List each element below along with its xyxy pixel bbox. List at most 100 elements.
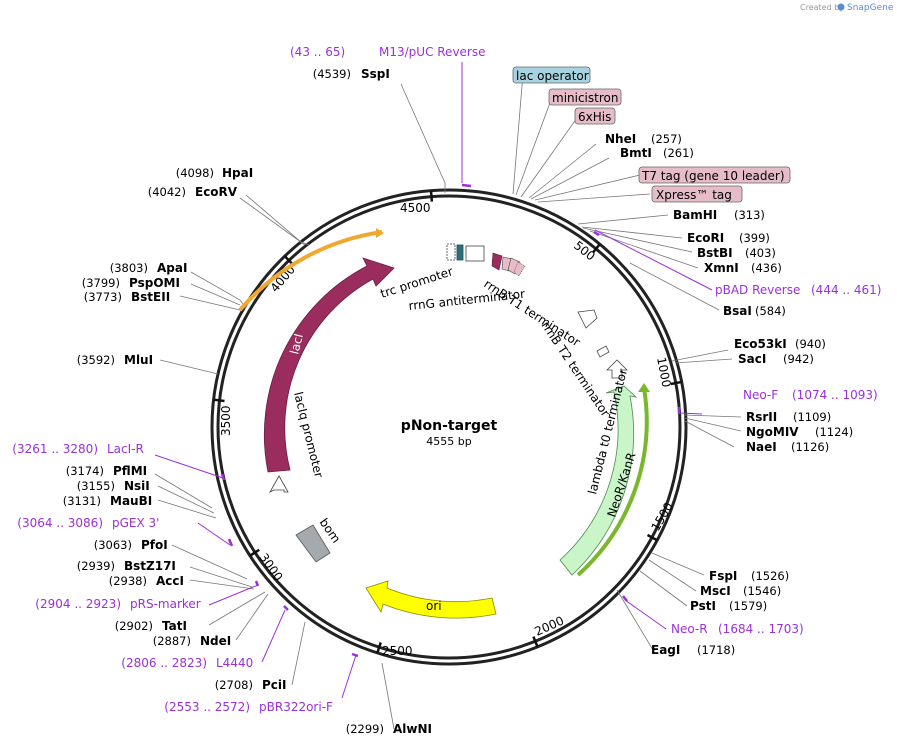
tick-line-3000 [249,548,260,557]
svg-text:(1074 .. 1093): (1074 .. 1093) [792,388,878,402]
xpress-tag-feature[interactable] [513,261,526,277]
svg-text:NdeI: NdeI [200,634,231,648]
tick-3500: 3500 [219,405,233,436]
svg-text:(43 .. 65): (43 .. 65) [290,45,345,59]
svg-text:(3174): (3174) [66,464,104,478]
svg-text:(2904 .. 2923): (2904 .. 2923) [35,597,121,611]
rrnG-antiterminator-label: rrnG antiterminator [408,287,526,313]
primer-marks [220,183,681,658]
site-pcii: (2708)PciI [215,678,287,692]
site-nsii: (3155) NsiI [77,479,150,493]
svg-text:pRS-marker: pRS-marker [130,597,201,611]
svg-text:MauBI: MauBI [110,494,152,508]
svg-text:(4539): (4539) [313,67,351,81]
site-pflmi: (3174)PflMI [66,464,147,478]
tick-line-500 [591,243,601,254]
site-m13-puc-reverse: (43 .. 65)M13/pUC Reverse [290,45,486,59]
svg-text:(3592): (3592) [77,353,115,367]
svg-text:BamHI: BamHI [673,208,717,222]
site-maubi: (3131) MauBI [63,494,152,508]
svg-text:(1526): (1526) [751,569,789,583]
site-pgex3: (3064 .. 3086)pGEX 3' [17,516,159,530]
site-laci-r: (3261 .. 3280)LacI-R [12,442,144,456]
lambda-t0-terminator-feature[interactable] [606,359,628,379]
svg-text:minicistron: minicistron [552,91,618,105]
trc-promoter-feature[interactable] [446,243,456,261]
bom-feature[interactable] [295,524,331,563]
svg-text:(403): (403) [745,246,776,260]
snapgene-logo-icon [837,3,845,11]
site-naei: NaeI (1126) [746,440,829,454]
lacIq-promoter-label: lacIq promoter [291,390,326,479]
svg-text:(4042): (4042) [148,185,186,199]
svg-text:NgoMIV: NgoMIV [746,425,799,439]
svg-text:(3131): (3131) [63,494,101,508]
svg-text:NsiI: NsiI [124,479,150,493]
svg-text:PfoI: PfoI [141,538,168,552]
site-mlui: (3592)MluI [77,353,153,367]
site-bsai: BsaI(584) [723,304,786,318]
site-psti: PstI(1579) [690,599,767,613]
svg-text:(2902): (2902) [115,619,153,633]
svg-text:NaeI: NaeI [746,440,777,454]
svg-text:(940): (940) [795,337,826,351]
lacIq-promoter-feature[interactable] [269,475,289,493]
site-acci: (2938)AccI [109,574,184,588]
minicistron-feature[interactable] [491,252,503,271]
tick-2500: 2500 [382,644,413,658]
svg-text:PciI: PciI [262,678,287,692]
svg-text:BstZ17I: BstZ17I [124,559,176,573]
svg-text:BstBI: BstBI [697,246,733,260]
svg-text:(584): (584) [755,304,786,318]
svg-text:(3155): (3155) [77,479,115,493]
lacI-feature[interactable] [263,257,395,473]
rrnB-T2-terminator-feature[interactable] [596,345,610,358]
svg-text:(3799): (3799) [82,276,120,290]
boxed-labels: lac operator minicistron 6xHis T7 tag (g… [512,66,791,203]
rrnB-T1-terminator-feature[interactable] [577,309,598,329]
site-bstbi: BstBI (403) [697,246,776,260]
svg-text:(257): (257) [651,132,682,146]
svg-text:EcoRV: EcoRV [195,185,238,199]
neo-orf-arc [576,387,649,577]
tick-line-2000 [532,636,539,648]
site-neo-r: Neo-R(1684 .. 1703) [671,622,804,636]
svg-text:(1546): (1546) [743,584,781,598]
site-eagi: EagI (1718) [651,643,735,657]
svg-text:(2299): (2299) [346,722,384,736]
site-fspi: FspI(1526) [709,569,789,583]
site-labels: (4539)SspI (4098)HpaI (4042)EcoRV (3803)… [12,45,881,736]
svg-text:(1718): (1718) [697,643,735,657]
site-tati: (2902)TatI [115,619,187,633]
svg-text:(1126): (1126) [791,440,829,454]
map-size: 4555 bp [426,435,471,448]
svg-text:(3063): (3063) [94,538,132,552]
tick-1000: 1000 [654,356,674,389]
site-nhei: NheI(257) [605,132,682,146]
svg-text:3000: 3000 [257,551,286,584]
t7-tag-feature[interactable] [507,257,521,275]
lac-operator-feature[interactable] [456,244,464,261]
svg-text:EagI: EagI [651,643,680,657]
rrnG-antiterminator-feature[interactable] [465,245,485,262]
site-prs-marker: (2904 .. 2923) pRS-marker [35,597,200,611]
backbone-outer [210,188,688,666]
site-neo-f: Neo-F(1074 .. 1093) [743,388,878,402]
tick-line-2500 [376,642,382,654]
svg-text:BmtI: BmtI [620,146,652,160]
neo-feature[interactable] [559,385,638,576]
svg-text:RsrII: RsrII [746,410,777,424]
svg-text:MscI: MscI [700,584,731,598]
site-xmni: XmnI(436) [704,261,782,275]
credit-text: Created by [800,3,844,12]
svg-text:AccI: AccI [156,574,184,588]
svg-text:(1579): (1579) [729,599,767,613]
ori-feature[interactable] [365,580,497,619]
svg-text:(1684 .. 1703): (1684 .. 1703) [718,622,804,636]
svg-text:pBAD Reverse: pBAD Reverse [715,283,800,297]
svg-text:ApaI: ApaI [157,261,187,275]
svg-text:(313): (313) [734,208,765,222]
t7-tag-box: T7 tag (gene 10 leader) [638,166,791,184]
site-bsteii: (3773)BstEII [84,290,170,304]
tick-line-4000 [283,255,294,265]
